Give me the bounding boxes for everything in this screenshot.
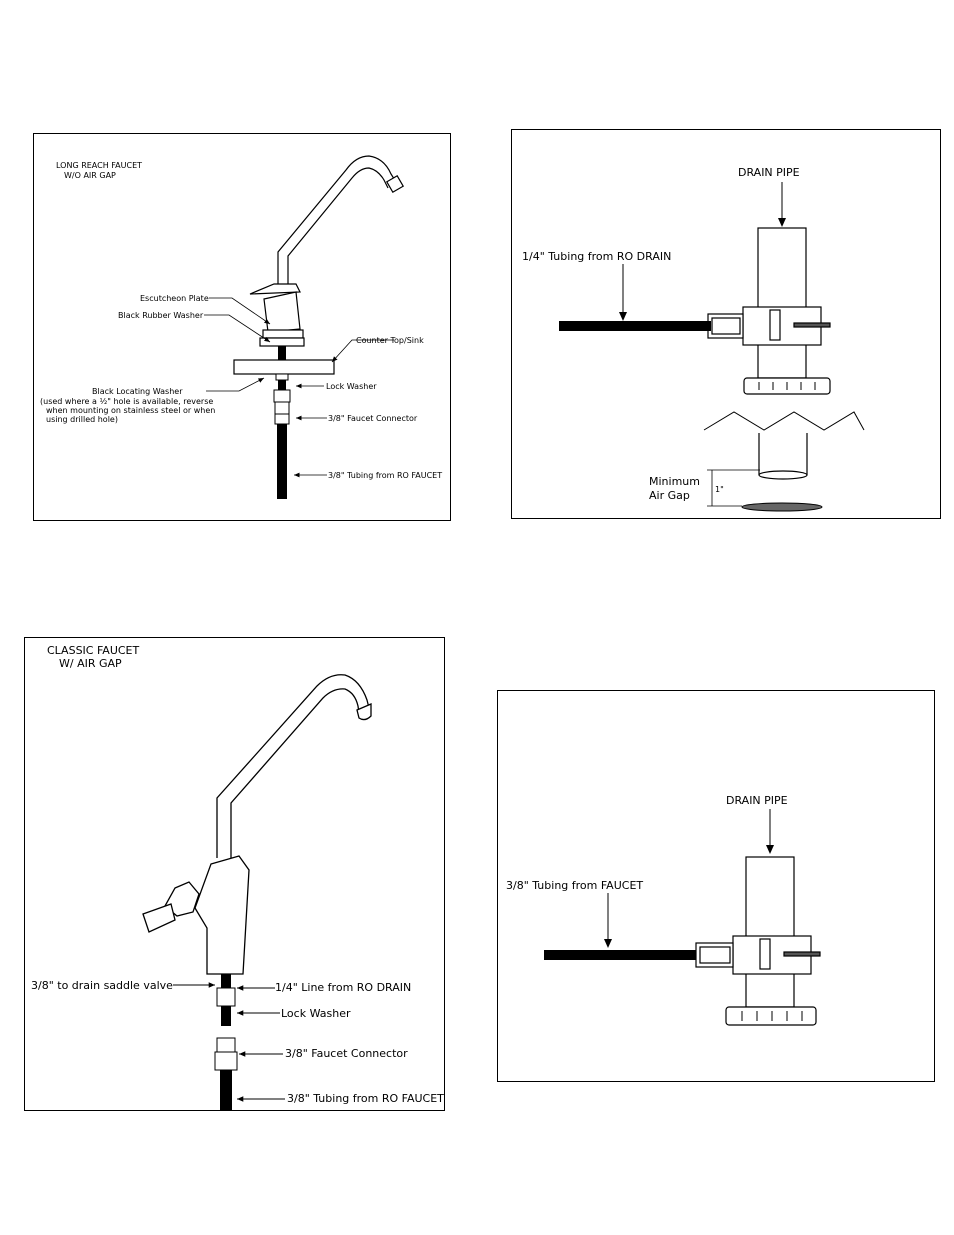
min-air-gap-2: Air Gap xyxy=(649,489,690,502)
classic-title-1: CLASSIC FAUCET xyxy=(47,644,139,657)
long-reach-title-2: W/O AIR GAP xyxy=(64,171,116,180)
faucet-shank-icon xyxy=(214,974,238,1110)
faucet-spout-icon xyxy=(277,155,405,284)
long-reach-title-1: LONG REACH FAUCET xyxy=(56,161,142,170)
classic-title-2: W/ AIR GAP xyxy=(59,657,122,670)
drain-pipe-faucet-diagram: DRAIN PIPE 3/8" Tubing from FAUCET xyxy=(497,690,935,1082)
sink-drain-icon xyxy=(741,502,823,512)
dimension-label: 1" xyxy=(715,485,724,494)
faucet-body-icon xyxy=(142,855,250,975)
drain-pipe-label: DRAIN PIPE xyxy=(738,166,800,179)
counter-top-label: Counter Top/Sink xyxy=(356,336,424,345)
rubber-washer-label: Black Rubber Washer xyxy=(118,311,204,320)
saddle-valve-label: 3/8" to drain saddle valve xyxy=(31,979,173,992)
tubing-label: 3/8" Tubing from RO FAUCET xyxy=(328,471,442,480)
ro-line-label: 1/4" Line from RO DRAIN xyxy=(275,981,411,994)
locating-note-3: using drilled hole) xyxy=(46,415,118,424)
ro-tubing-label: 1/4" Tubing from RO DRAIN xyxy=(522,250,671,263)
min-air-gap-1: Minimum xyxy=(649,475,700,488)
locating-washer-label: Black Locating Washer xyxy=(92,387,183,396)
drain-pipe-label: DRAIN PIPE xyxy=(726,794,788,807)
faucet-tubing-label: 3/8" Tubing from FAUCET xyxy=(506,879,643,892)
classic-faucet-diagram: CLASSIC FAUCET W/ AIR GAP 3/8" to drain … xyxy=(24,637,445,1111)
long-reach-faucet-diagram: LONG REACH FAUCET W/O AIR GAP Escutcheon… xyxy=(33,133,451,521)
connector-label: 3/8" Faucet Connector xyxy=(285,1047,408,1060)
connector-label: 3/8" Faucet Connector xyxy=(328,414,418,423)
lock-washer-label: Lock Washer xyxy=(326,382,377,391)
pipe-end-icon xyxy=(758,433,808,480)
faucet-shank-icon xyxy=(273,346,291,499)
faucet-body-icon xyxy=(233,283,335,375)
locating-note-1: (used where a ½" hole is available, reve… xyxy=(40,397,213,406)
escutcheon-label: Escutcheon Plate xyxy=(140,294,209,303)
tubing-label: 3/8" Tubing from RO FAUCET xyxy=(287,1092,444,1105)
break-line-icon xyxy=(703,411,865,431)
ro-drain-tubing-icon xyxy=(559,321,711,331)
drain-pipe-ro-diagram: DRAIN PIPE 1/4" Tubing from RO DRAIN 1" … xyxy=(511,129,941,519)
locating-note-2: when mounting on stainless steel or when xyxy=(46,406,215,415)
lock-washer-label: Lock Washer xyxy=(281,1007,351,1020)
drain-pipe-icon xyxy=(695,856,821,1026)
faucet-spout-icon xyxy=(216,674,372,858)
faucet-tubing-icon xyxy=(544,950,696,960)
drain-pipe-icon xyxy=(707,227,831,395)
